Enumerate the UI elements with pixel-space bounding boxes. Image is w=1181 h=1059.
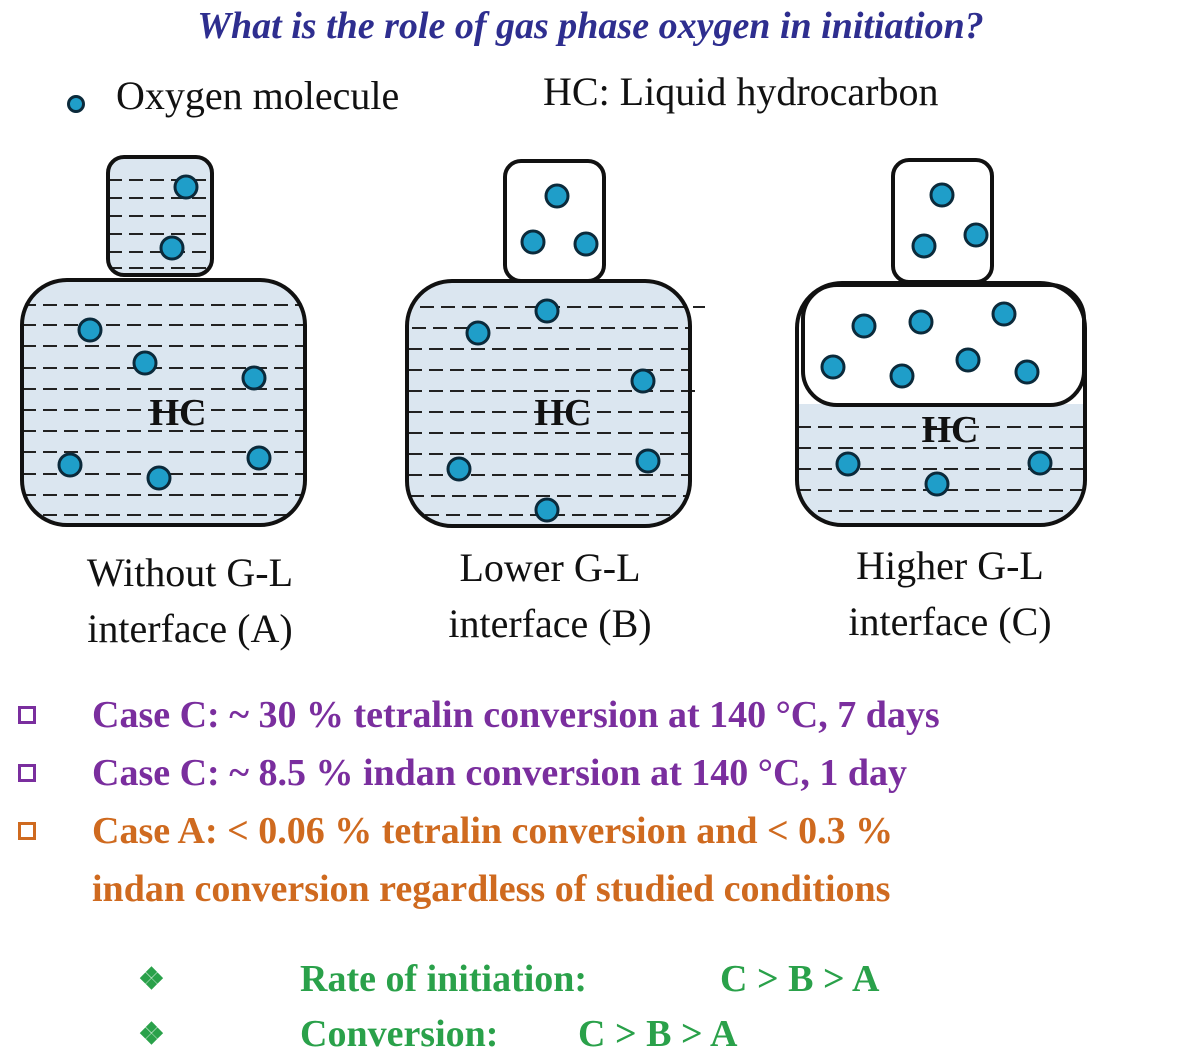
oxygen-molecule	[630, 368, 656, 394]
caption-a-line2: interface (A)	[87, 606, 293, 651]
oxygen-molecule	[835, 451, 861, 477]
oxygen-molecule	[924, 471, 950, 497]
oxygen-molecule	[246, 445, 272, 471]
oxygen-molecule	[534, 497, 560, 523]
diamond-bullet-icon: ❖	[138, 1018, 165, 1051]
diamond-bullet-icon: ❖	[138, 963, 165, 996]
oxygen-molecule	[573, 231, 599, 257]
oxygen-molecule	[1027, 450, 1053, 476]
oxygen-molecule	[173, 174, 199, 200]
caption-c-line2: interface (C)	[848, 599, 1052, 644]
diagram-c-hc-label: HC	[922, 409, 979, 451]
caption-c: Higher G-L interface (C)	[790, 538, 1110, 650]
oxygen-molecule	[911, 233, 937, 259]
bullet-case-c-tetralin: Case C: ~ 30 % tetralin conversion at 14…	[92, 694, 940, 736]
legend-hc-label: HC: Liquid hydrocarbon	[543, 69, 939, 114]
oxygen-molecule	[889, 363, 915, 389]
oxygen-molecule	[77, 317, 103, 343]
oxygen-molecule	[1014, 359, 1040, 385]
diagram-a: HC	[20, 155, 307, 527]
oxygen-molecule	[446, 456, 472, 482]
diagram-c: HC	[795, 158, 1087, 527]
oxygen-molecule	[991, 301, 1017, 327]
bullet-case-a-line2: indan conversion regardless of studied c…	[92, 868, 891, 910]
container-diagrams: HC HC	[20, 155, 1087, 528]
oxygen-molecule-legend-icon	[67, 95, 85, 113]
oxygen-molecule	[929, 182, 955, 208]
oxygen-molecule	[544, 183, 570, 209]
oxygen-molecule	[820, 354, 846, 380]
oxygen-molecule	[465, 320, 491, 346]
oxygen-molecule	[635, 448, 661, 474]
oxygen-molecule	[146, 465, 172, 491]
conclusion-rate-label: Rate of initiation:	[300, 958, 588, 1000]
oxygen-molecule	[132, 350, 158, 376]
oxygen-molecule	[534, 298, 560, 324]
caption-a-line1: Without G-L	[86, 550, 294, 595]
legend-oxygen-label: Oxygen molecule	[116, 73, 400, 118]
oxygen-molecule	[908, 309, 934, 335]
diagram-b-hc-label: HC	[535, 392, 592, 434]
caption-b-line1: Lower G-L	[459, 545, 641, 590]
caption-b-line2: interface (B)	[448, 601, 652, 646]
square-bullet-icon	[18, 822, 36, 840]
oxygen-molecule	[963, 222, 989, 248]
caption-b: Lower G-L interface (B)	[390, 540, 710, 652]
conclusion-conversion-value: C > B > A	[578, 1013, 738, 1055]
caption-c-line1: Higher G-L	[856, 543, 1044, 588]
conclusion-rate-value: C > B > A	[720, 958, 880, 1000]
oxygen-molecule	[159, 235, 185, 261]
oxygen-molecule	[241, 365, 267, 391]
square-bullet-icon	[18, 764, 36, 782]
bullet-case-a-line1: Case A: < 0.06 % tetralin conversion and…	[92, 810, 894, 852]
oxygen-molecule	[520, 229, 546, 255]
conclusion-conversion-label: Conversion:	[300, 1013, 499, 1055]
oxygen-molecule	[851, 313, 877, 339]
oxygen-molecule	[955, 347, 981, 373]
diagram-b: HC	[405, 159, 705, 528]
caption-a: Without G-L interface (A)	[30, 545, 350, 657]
bullet-case-c-indan: Case C: ~ 8.5 % indan conversion at 140 …	[92, 752, 908, 794]
square-bullet-icon	[18, 706, 36, 724]
oxygen-molecule	[57, 452, 83, 478]
page-title: What is the role of gas phase oxygen in …	[197, 5, 984, 47]
diagram-a-hc-label: HC	[150, 392, 207, 434]
